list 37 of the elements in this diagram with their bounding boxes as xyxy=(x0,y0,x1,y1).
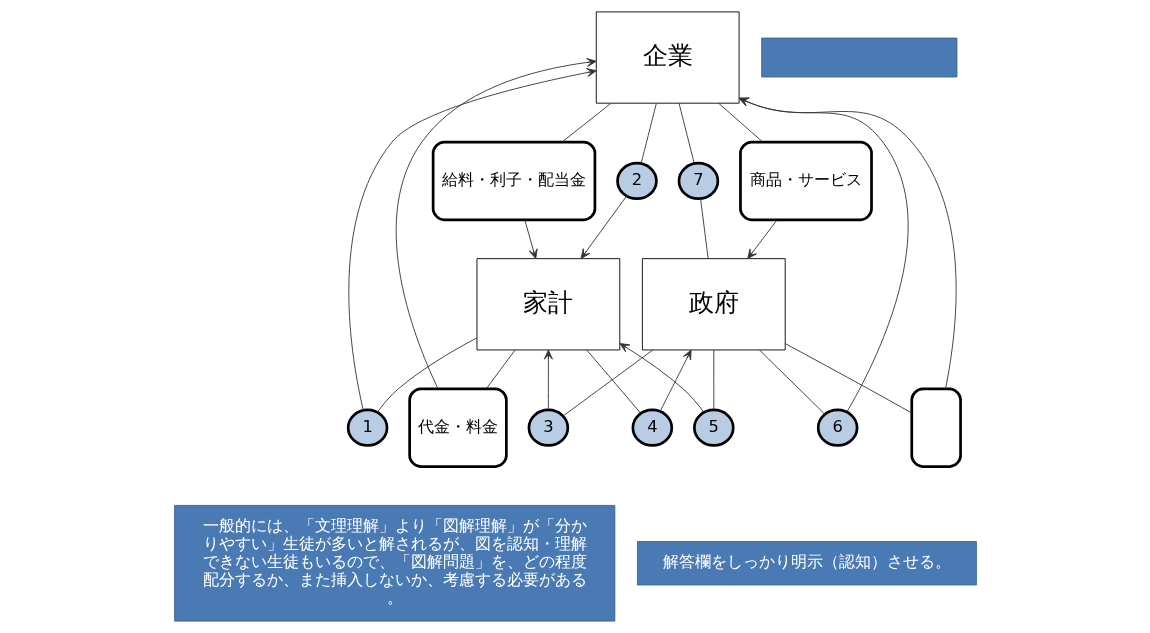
connector xyxy=(758,349,825,415)
node-circle: 5 xyxy=(692,408,735,447)
node-box xyxy=(909,387,962,468)
node-box: 家計 xyxy=(476,258,620,351)
connector xyxy=(561,102,611,143)
node-box xyxy=(760,37,957,78)
arrow xyxy=(580,195,627,259)
arrow xyxy=(543,349,553,411)
connector xyxy=(640,102,657,164)
node-box: 給料・利子・配当金 xyxy=(431,140,596,222)
connector xyxy=(376,337,477,413)
node-circle: 7 xyxy=(677,161,719,200)
connector xyxy=(485,349,515,389)
connector xyxy=(784,343,912,414)
connector xyxy=(562,349,653,417)
node-circle: 4 xyxy=(631,408,673,447)
arrow xyxy=(746,219,778,260)
node-box: 政府 xyxy=(641,258,786,351)
node-box: 一般的には、「文理理解」より「図解理解」が「分かりやすい」生徒が多いと解されるが、図を認知・理解できない生徒もいるので、「図解問題」を、どの程度配分するか、また挿入しないか、考慮する必要がある。 xyxy=(173,504,615,622)
node-circle: 6 xyxy=(816,408,858,447)
node-circle: 1 xyxy=(346,408,388,447)
connector xyxy=(585,349,641,414)
arrow xyxy=(347,68,597,411)
arrow xyxy=(395,57,597,390)
node-circle: 2 xyxy=(615,161,658,200)
node-box: 商品・サービス xyxy=(738,140,873,222)
node-circle: 3 xyxy=(527,408,569,447)
connector xyxy=(717,102,763,143)
node-box: 解答欄をしっかり明示（認知）させる。 xyxy=(636,541,977,586)
connector xyxy=(699,198,709,260)
connector xyxy=(712,349,714,411)
node-box: 代金・料金 xyxy=(407,387,508,468)
connector xyxy=(678,102,695,164)
node-box: 企業 xyxy=(595,11,740,104)
arrow xyxy=(619,343,704,413)
arrow xyxy=(659,349,692,412)
arrow xyxy=(523,219,538,260)
